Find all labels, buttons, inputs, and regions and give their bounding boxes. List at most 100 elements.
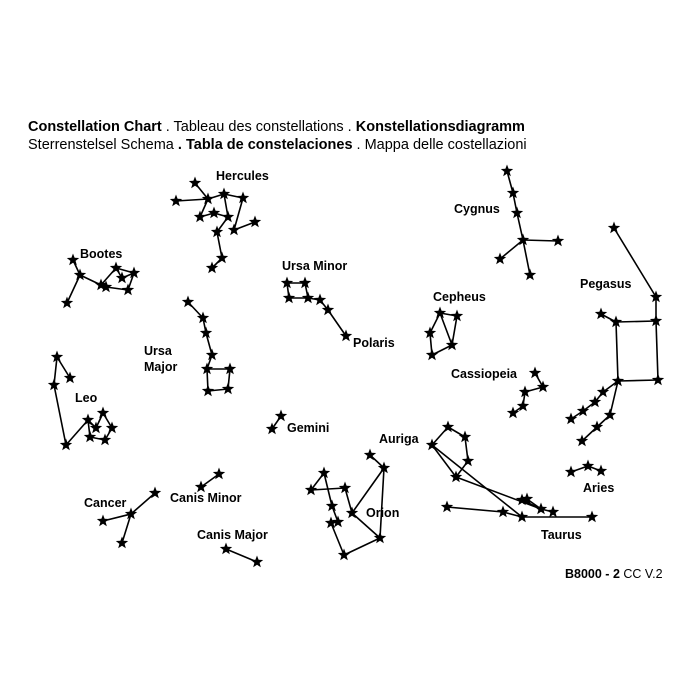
star-icon [301, 291, 315, 304]
star-icon [506, 186, 520, 199]
star-icon [221, 382, 235, 395]
star-icon [83, 430, 97, 443]
star-icon [148, 486, 162, 499]
star-icon [496, 505, 510, 518]
title-segment: Sterrenstelsel Schema [28, 137, 174, 153]
star-icon [313, 293, 327, 306]
cygnus-line [522, 239, 531, 276]
bootes-line [66, 274, 81, 304]
star-icon [588, 395, 602, 408]
pegasus-line [617, 379, 659, 382]
label-auriga: Auriga [379, 432, 420, 446]
constellation-cancer [96, 486, 162, 549]
star-icon [458, 430, 472, 443]
star-icon [250, 555, 264, 568]
label-cygnus: Cygnus [454, 202, 500, 216]
star-icon [109, 261, 123, 274]
cancer-line [130, 492, 156, 515]
star-icon [649, 314, 663, 327]
star-icon [536, 380, 550, 393]
auriga-taurus-line [455, 476, 542, 510]
star-icon [227, 223, 241, 236]
star-icon [73, 268, 87, 281]
star-icon [199, 326, 213, 339]
star-icon [127, 266, 141, 279]
star-icon [331, 515, 345, 528]
pegasus-line [655, 320, 659, 381]
star-icon [115, 271, 129, 284]
star-icon [564, 465, 578, 478]
auriga-line [431, 444, 457, 478]
star-icon [564, 412, 578, 425]
star-icon [345, 506, 359, 519]
label-taurus: Taurus [541, 528, 582, 542]
star-icon [207, 206, 221, 219]
hercules-line [175, 198, 209, 202]
star-icon [596, 385, 610, 398]
cygnus-line [499, 239, 524, 260]
hercules-line [216, 231, 223, 259]
orion-line [343, 537, 381, 556]
orion-line [379, 467, 385, 539]
hercules-line [233, 197, 244, 231]
star-icon [575, 434, 589, 447]
constellation-bootes [60, 253, 141, 309]
star-icon [215, 251, 229, 264]
product-code-number: B8000 - 2 [565, 567, 620, 581]
constellation-hercules [169, 176, 262, 274]
constellation-canis-minor [194, 467, 226, 493]
star-icon [551, 234, 565, 247]
star-icon [425, 438, 439, 451]
label-aries: Aries [583, 481, 614, 495]
star-icon [66, 253, 80, 266]
label-cassiopeia: Cassiopeia [451, 367, 518, 381]
star-icon [325, 499, 339, 512]
label-cancer: Cancer [84, 496, 127, 510]
label-bootes: Bootes [80, 247, 122, 261]
star-icon [282, 291, 296, 304]
star-icon [221, 210, 235, 223]
star-icon [280, 276, 294, 289]
constellation-auriga [425, 420, 475, 483]
star-icon [651, 373, 665, 386]
star-icon [115, 536, 129, 549]
star-icon [534, 502, 548, 515]
constellation-taurus [440, 492, 599, 523]
taurus-line [446, 506, 504, 513]
star-icon [338, 481, 352, 494]
canis-minor-line [200, 473, 220, 488]
star-icon [60, 296, 74, 309]
star-icon [440, 500, 454, 513]
constellation-leo [47, 350, 119, 451]
star-icon [212, 467, 226, 480]
product-code: B8000 - 2 CC V.2 [565, 567, 663, 581]
constellation-orion [304, 448, 391, 561]
star-icon [506, 406, 520, 419]
constellation-stars [47, 164, 665, 568]
constellation-ursa-major [181, 295, 237, 397]
star-icon [105, 421, 119, 434]
star-icon [581, 459, 595, 472]
constellation-gemini [265, 409, 288, 435]
star-icon [201, 384, 215, 397]
star-icon [94, 278, 108, 291]
star-icon [219, 542, 233, 555]
label-orion: Orion [366, 506, 399, 520]
label-ursa-minor: Ursa Minor [282, 259, 347, 273]
star-icon [50, 350, 64, 363]
star-icon [59, 438, 73, 451]
star-icon [96, 514, 110, 527]
product-code-version: CC V.2 [619, 567, 663, 581]
star-icon [603, 408, 617, 421]
star-icon [518, 385, 532, 398]
label-canis-minor: Canis Minor [170, 491, 242, 505]
star-icon [121, 283, 135, 296]
pegasus-line [613, 227, 657, 298]
cancer-line [121, 513, 132, 544]
star-icon [194, 480, 208, 493]
label-cepheus: Cepheus [433, 290, 486, 304]
cepheus-line [439, 312, 453, 346]
star-icon [590, 420, 604, 433]
orion-line [323, 472, 333, 507]
